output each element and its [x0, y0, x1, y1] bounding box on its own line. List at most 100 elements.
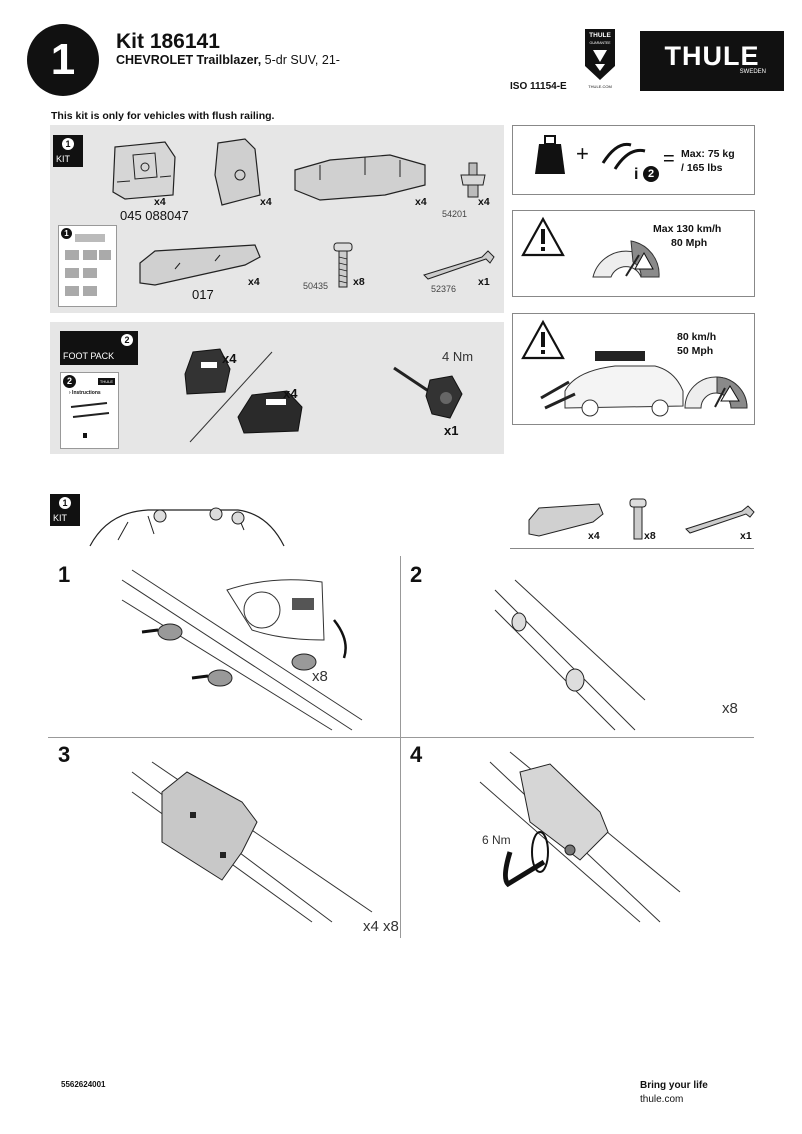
step-2-illustration	[494, 579, 646, 731]
max-load-lbs: / 165 lbs	[681, 162, 723, 174]
vehicle-model: CHEVROLET Trailblazer,	[116, 53, 262, 67]
max-speed-box: Max 130 km/h 80 Mph	[512, 210, 755, 297]
guarantee-seal-graphic: THULE GUARANTEE THULE.COM	[585, 29, 615, 89]
step-number: 2	[410, 562, 423, 587]
page-number-badge: 1	[27, 24, 99, 96]
foot-cover-illustration	[237, 390, 303, 434]
rail-bracket-illustration	[139, 244, 261, 286]
kit-strip-tab-label: KIT	[53, 513, 68, 523]
max-load-kg: Max: 75 kg	[681, 148, 735, 160]
foot-illustration	[184, 348, 231, 395]
step-number: 1	[58, 562, 71, 587]
kit-item-qty: x1	[478, 276, 490, 288]
seal-text: GUARANTEE	[589, 41, 611, 45]
kit-contents-panel: 1 KIT x4 045 088047 x4 x4 x4 54201 1	[50, 125, 504, 313]
booklet-thumbnails	[65, 234, 111, 296]
brand-slogan: Bring your life	[640, 1080, 708, 1091]
roof-bar-icon	[601, 142, 646, 170]
steps-horizontal-divider	[48, 737, 754, 738]
step-3-illustration	[131, 761, 373, 923]
kit-item-code: 045 088047	[120, 208, 189, 223]
step-2-qty: x8	[722, 700, 738, 717]
step-1-qty: x8	[312, 668, 328, 685]
kit-tab: 1 KIT	[53, 135, 83, 167]
info-number: 2	[643, 166, 659, 182]
vehicle-roof-outline	[89, 507, 285, 547]
drive-speed-kmh: 80 km/h	[677, 331, 717, 343]
strip-divider	[510, 548, 754, 549]
drive-speed-mph: 50 Mph	[677, 345, 714, 357]
strip-key-illustration	[685, 505, 755, 534]
kit-strip-tab-number: 1	[59, 497, 71, 509]
kit-tab-label: KIT	[56, 154, 71, 164]
logo-sub: SWEDEN	[739, 69, 766, 75]
seal-url: THULE.COM	[588, 84, 612, 89]
tool-qty: x1	[444, 423, 459, 438]
logo-text: THULE	[664, 41, 760, 71]
warning-icon	[521, 319, 565, 360]
step-number: 3	[58, 742, 71, 767]
speed-gauge-icon	[684, 376, 748, 409]
info-icon: i	[634, 166, 639, 183]
drive-speed-box: 80 km/h 50 Mph	[512, 313, 755, 425]
step-4-illustration	[479, 751, 681, 923]
booklet-bars	[70, 402, 110, 438]
foot-pack-tab: 2 FOOT PACK	[60, 331, 138, 365]
step-4-torque: 6 Nm	[482, 833, 511, 847]
car-with-load-illustration	[540, 351, 684, 417]
step-number: 4	[410, 742, 423, 767]
allen-key-illustration	[423, 250, 495, 280]
weight-icon	[535, 135, 565, 174]
kit-item-code: 52376	[431, 284, 457, 294]
vehicle-line: CHEVROLET Trailblazer, 5-dr SUV, 21-	[116, 53, 340, 67]
kit-item-qty: x4	[415, 196, 427, 208]
foot-torque: 4 Nm	[442, 349, 474, 364]
kit-instruction-booklet: 1	[58, 225, 117, 307]
vehicle-details: 5-dr SUV, 21-	[261, 53, 340, 67]
kit-item-code: 54201	[442, 209, 468, 219]
strip-key-qty: x1	[740, 530, 752, 542]
speed-mph: 80 Mph	[671, 237, 708, 249]
foot-qty: x4	[222, 351, 237, 366]
speed-gauge-icon	[592, 240, 660, 278]
steps-vertical-divider	[400, 556, 401, 938]
foot-pack-tab-label: FOOT PACK	[63, 351, 115, 361]
frame-illustration	[294, 154, 426, 201]
kit-item-code: 50435	[303, 281, 329, 291]
booklet-text: › Instructions	[69, 390, 101, 396]
kit-item-code: 017	[192, 287, 214, 302]
booklet-number: 1	[61, 228, 72, 239]
warning-icon	[521, 216, 565, 257]
foot-pack-booklet: 2 THULE › Instructions	[60, 372, 119, 449]
strip-bracket-illustration	[528, 503, 604, 537]
torque-tool-illustration	[393, 366, 463, 419]
pad-illustration	[214, 138, 261, 206]
strip-screw-qty: x8	[644, 530, 656, 542]
kit-title: Kit 186141	[116, 30, 220, 53]
fit-bracket-illustration	[112, 141, 176, 200]
divider-line	[189, 351, 273, 443]
strip-screw-illustration	[629, 498, 647, 540]
brand-website[interactable]: thule.com	[640, 1094, 684, 1105]
thule-logo: THULE SWEDEN	[640, 31, 784, 91]
kit-strip-tab: 1 KIT	[50, 494, 80, 526]
booklet-number: 2	[63, 375, 76, 388]
step-1-illustration	[121, 569, 363, 731]
iso-standard: ISO 11154-E	[510, 81, 567, 92]
kit-item-qty: x8	[353, 276, 365, 288]
max-load-box: + i 2 = Max: 75 kg / 165 lbs	[512, 125, 755, 195]
foot-cover-qty: x4	[283, 386, 298, 401]
flush-railing-notice: This kit is only for vehicles with flush…	[51, 110, 275, 122]
nut-illustration	[460, 162, 486, 198]
kit-tab-number: 1	[62, 138, 74, 150]
kit-item-qty: x4	[260, 196, 272, 208]
foot-pack-panel: 2 FOOT PACK 2 THULE › Instructions x4 x4…	[50, 322, 504, 454]
kit-item-qty: x4	[248, 276, 260, 288]
equals-sign: =	[663, 148, 675, 170]
booklet-brand: THULE	[97, 378, 115, 385]
speed-kmh: Max 130 km/h	[653, 223, 722, 235]
kit-item-qty: x4	[154, 196, 166, 208]
strip-bracket-qty: x4	[588, 530, 600, 542]
screw-illustration	[333, 242, 353, 288]
document-number: 5562624001	[61, 1080, 106, 1089]
